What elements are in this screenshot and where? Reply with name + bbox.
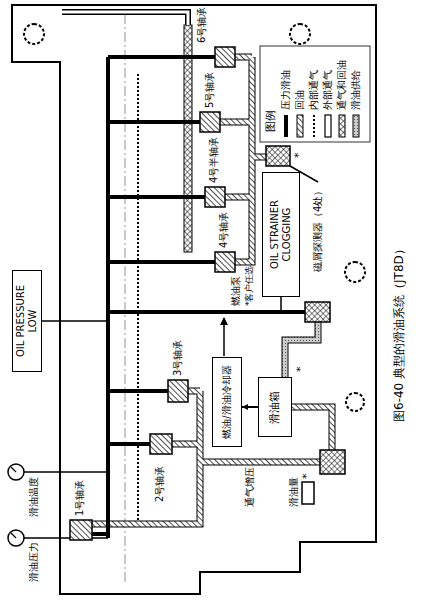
- swatch-fill: [339, 115, 345, 137]
- oil-supply-line: [285, 322, 318, 377]
- return-oil-line: [92, 57, 332, 524]
- swatch-fill: [313, 115, 315, 137]
- process-box: OIL PRESSURE LOW: [12, 270, 42, 372]
- legend-swatch: [295, 114, 305, 138]
- legend-item: 内部通气: [308, 70, 320, 138]
- gear-symbol: [290, 24, 310, 44]
- sensor-line: [24, 166, 318, 538]
- bearing-label: 1号轴承: [74, 480, 86, 516]
- bearing-label: 6号轴承: [196, 7, 208, 43]
- bearing-block: [200, 112, 220, 132]
- part-label: 滑油压力: [28, 542, 40, 582]
- vent-return-duct: [184, 25, 192, 252]
- bearing-label: 4号轴承: [218, 212, 230, 248]
- pressure-gauge: [8, 530, 24, 546]
- engine-centerline: [125, 12, 126, 582]
- gear-symbol: [24, 24, 44, 44]
- temperature-gauge: [8, 464, 24, 480]
- node-text: OIL STRAINER CLOGGING: [269, 176, 293, 293]
- flow-connector: [242, 404, 258, 410]
- arrow-head: [242, 404, 248, 410]
- process-box: OIL STRAINER CLOGGING: [262, 172, 300, 297]
- legend-swatch: [309, 114, 319, 138]
- bearing-block: [215, 47, 235, 67]
- bearing-block: [168, 380, 188, 402]
- gear-symbol: [346, 393, 364, 411]
- scavenge-pump: [266, 146, 290, 166]
- legend-swatch: [351, 114, 361, 138]
- internal-vent-line: [137, 72, 139, 524]
- process-box: 燃油/滑油冷却器: [212, 357, 242, 447]
- return-oil-line: [92, 57, 332, 524]
- gauge-needle: [11, 467, 16, 472]
- oil-supply-line: [285, 322, 318, 377]
- bearing-label: 5号轴承: [204, 72, 216, 108]
- legend-swatch: [323, 114, 333, 138]
- fuel-arrow: [223, 318, 225, 356]
- gauge-needle: [11, 533, 16, 538]
- part-label: 磁屑探测器（4处）: [312, 186, 324, 272]
- bearing-block: [215, 252, 235, 272]
- part-label: 通气增压: [244, 467, 256, 507]
- legend-item: 滑油供给: [350, 70, 362, 138]
- bearing-block: [150, 434, 172, 454]
- bearing-label: 4号半轴承: [208, 137, 220, 183]
- legend-swatch: [337, 114, 347, 138]
- swatch-fill: [297, 115, 303, 137]
- swatch-fill: [284, 115, 288, 137]
- part-label: *客户任选: [244, 266, 255, 307]
- node-text: 燃油/滑油冷却器: [221, 365, 233, 438]
- part-label: *: [294, 367, 307, 373]
- bearing-block: [70, 520, 92, 540]
- legend-text: 通气和回油: [336, 60, 348, 110]
- legend-item: 回油: [294, 90, 306, 138]
- bearing-block: [205, 187, 225, 207]
- legend-text: 内部通气: [308, 70, 320, 110]
- external-vent-line: [62, 12, 188, 25]
- engine-casing: [12, 5, 376, 594]
- gear-symbol: [345, 262, 365, 282]
- legend-frame: [260, 46, 370, 142]
- node-text: OIL PRESSURE LOW: [15, 274, 39, 368]
- part-label: *: [292, 153, 305, 159]
- legend-item: 外部通气: [322, 70, 334, 138]
- process-box: 滑油箱: [258, 377, 292, 437]
- part-label: *: [300, 474, 313, 480]
- part-label: 图例: [264, 110, 277, 132]
- swatch-fill: [325, 115, 331, 137]
- legend-swatch: [281, 114, 291, 138]
- legend-item: 通气和回油: [336, 60, 348, 138]
- legend-text: 压力滑油: [280, 70, 292, 110]
- connector-line: [242, 406, 258, 408]
- node-text: 滑油箱: [268, 391, 281, 424]
- legend-item: 压力滑油: [280, 70, 292, 138]
- scavenge-pump: [320, 450, 345, 474]
- figure-caption: 图6-40 典型的滑油系统（JT8D）: [392, 243, 406, 422]
- quantity-gauge: [302, 482, 314, 504]
- legend-text: 回油: [294, 90, 306, 110]
- legend-text: 滑油供给: [350, 70, 362, 110]
- bearing-label: 3号轴承: [172, 340, 184, 376]
- bearing-label: 2号轴承: [154, 466, 166, 502]
- part-label: 燃油泵: [230, 276, 242, 306]
- legend-text: 外部通气: [322, 70, 334, 110]
- part-label: 滑油温度: [28, 477, 40, 517]
- pressure-oil-line: [92, 57, 305, 538]
- external-vent-line: [62, 12, 188, 25]
- part-label: 滑油量: [288, 477, 300, 507]
- swatch-fill: [353, 115, 359, 137]
- pressure-pump: [305, 302, 330, 322]
